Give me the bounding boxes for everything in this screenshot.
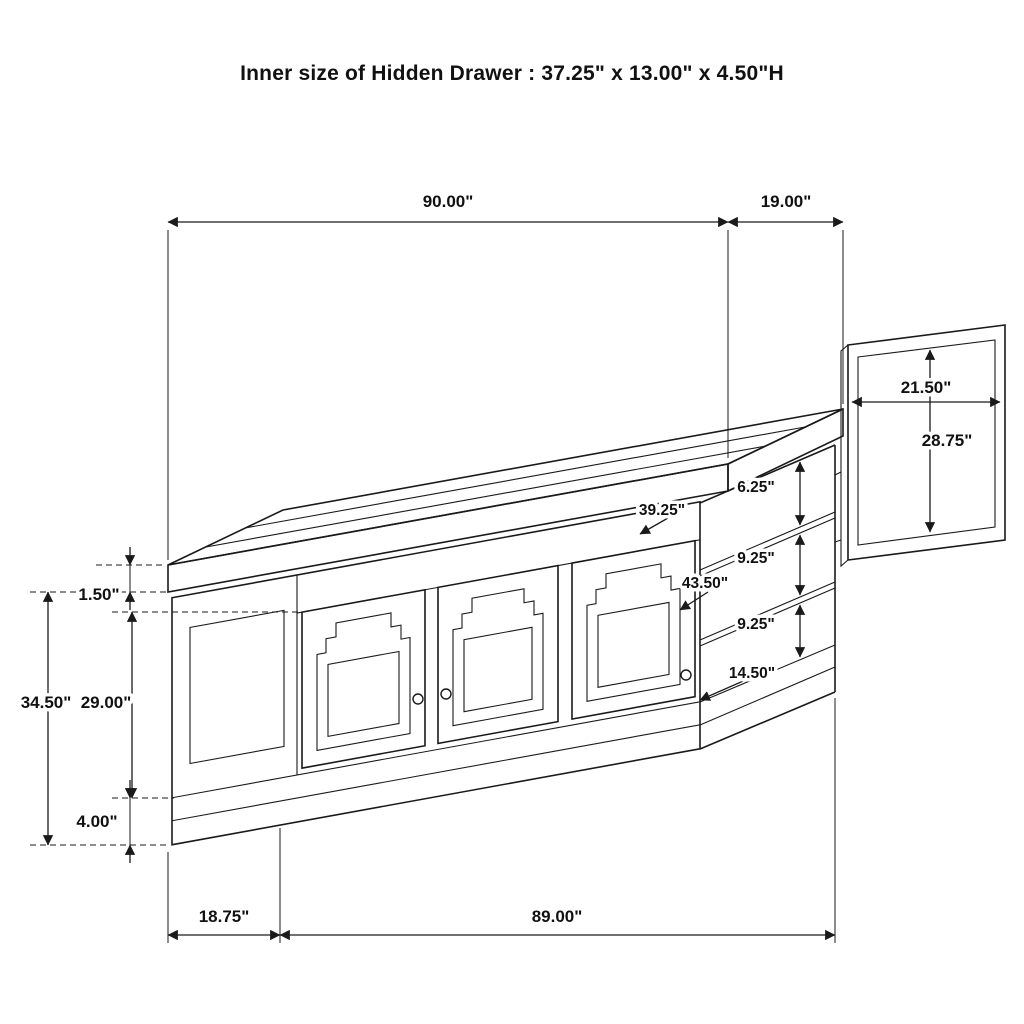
- leader-inner-width-right: [679, 591, 709, 611]
- door-hinge-line: [834, 539, 842, 543]
- side-inset-panel: [189, 609, 285, 765]
- label-gap-top: 6.25": [737, 479, 775, 496]
- open-door-inner-panel: [857, 339, 996, 546]
- label-side-depth: 18.75": [199, 907, 250, 926]
- door-stepped-molding: [586, 563, 681, 702]
- label-body-length: 89.00": [532, 907, 583, 926]
- door-knobs: [412, 669, 692, 705]
- shelf-edge: [699, 517, 836, 577]
- dimension-labels: 90.00" 19.00" 1.50" 34.50" 29.00" 4.00" …: [17, 189, 976, 930]
- open-door-edge-thickness: [840, 344, 849, 568]
- label-gap-bottom: 9.25": [737, 616, 775, 633]
- label-door-height: 29.00": [81, 693, 132, 712]
- door-outline: [301, 588, 426, 770]
- label-base-height: 4.00": [76, 812, 117, 831]
- label-top-length: 90.00": [423, 192, 474, 211]
- door-outline: [571, 539, 696, 720]
- door-stepped-molding: [452, 588, 544, 727]
- leader-inner-width-left: [639, 517, 669, 535]
- door-3: [571, 539, 696, 720]
- base-top-line: [172, 701, 700, 799]
- shelf-edge: [699, 581, 836, 641]
- label-gap-middle: 9.25": [737, 550, 775, 567]
- door-inner-panel: [327, 650, 400, 738]
- door-knob: [440, 688, 452, 700]
- door-2: [437, 564, 559, 745]
- label-open-door-height: 28.75": [922, 431, 973, 450]
- open-door-outline: [847, 324, 1006, 561]
- right-base-bottom: [699, 691, 836, 750]
- shelf-edge: [699, 511, 836, 571]
- top-board-seam: [205, 445, 767, 548]
- door-knob: [412, 693, 424, 705]
- label-overall-height: 34.50": [21, 693, 72, 712]
- door-1: [301, 588, 426, 770]
- door-knob: [680, 669, 692, 681]
- label-inner-width-right: 43.50": [682, 575, 728, 592]
- front-face-outline: [171, 500, 701, 846]
- door-stepped-molding: [316, 612, 411, 752]
- open-door-panel: [834, 324, 1006, 568]
- label-inner-depth: 14.50": [729, 665, 775, 682]
- label-open-door-width: 21.50": [901, 378, 952, 397]
- door-inner-panel: [463, 626, 533, 713]
- top-board-seam: [244, 426, 806, 529]
- top-front-edge: [167, 463, 729, 593]
- plinth-step-line: [172, 724, 700, 822]
- door-outline: [437, 564, 559, 745]
- open-shelf-section: [699, 444, 836, 750]
- shelf-edge: [699, 587, 836, 647]
- label-inner-width-left: 39.25": [639, 502, 685, 519]
- diagram-title: Inner size of Hidden Drawer : 37.25" x 1…: [240, 62, 784, 85]
- dim-inner-depth: [699, 666, 776, 701]
- label-top-thickness: 1.50": [78, 585, 119, 604]
- door-hinge-line: [834, 471, 842, 476]
- top-right-edge: [727, 407, 844, 493]
- dimension-lines: [42, 216, 1001, 941]
- door-inner-panel: [597, 601, 670, 688]
- label-top-depth: 19.00": [761, 192, 812, 211]
- opening-top-edge: [699, 444, 836, 504]
- cabinet-body: [171, 500, 701, 846]
